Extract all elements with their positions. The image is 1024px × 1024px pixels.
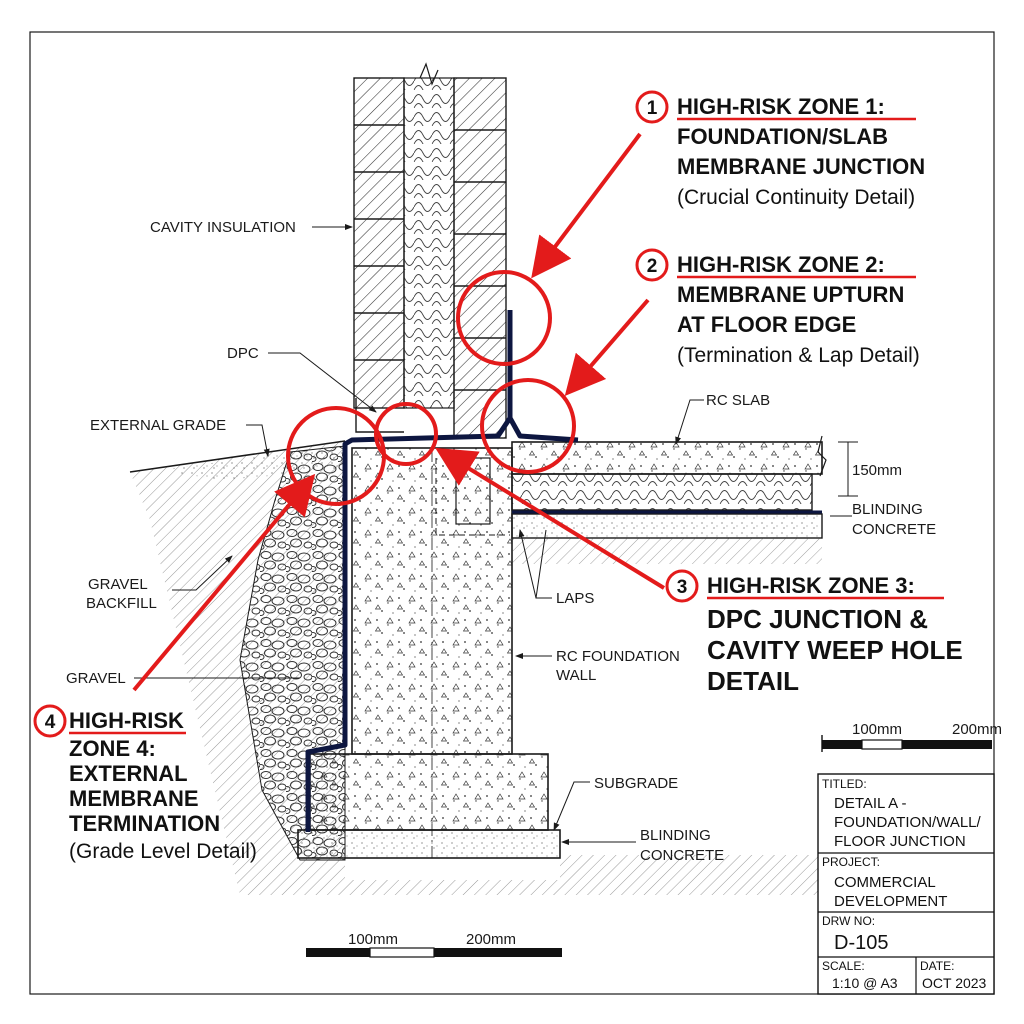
tb-scale-value: 1:10 @ A3 — [832, 975, 898, 991]
scale-bar-upper: 100mm 200mm — [821, 721, 1002, 752]
risk-arrows — [132, 132, 666, 692]
zone-1-line-2: MEMBRANE JUNCTION — [677, 154, 925, 179]
dpc-line — [355, 398, 404, 433]
scale-upper-200: 200mm — [952, 721, 1002, 738]
zone-4-line-2: EXTERNAL — [69, 761, 188, 786]
zone-3-line-2: CAVITY WEEP HOLE — [707, 635, 963, 665]
tb-project-line-1: COMMERCIAL — [834, 874, 936, 891]
zone-2-callout: 2 HIGH-RISK ZONE 2: MEMBRANE UPTURN AT F… — [635, 248, 920, 367]
zone-4-title: HIGH-RISK — [69, 708, 184, 733]
label-blinding-footing-2: CONCRETE — [640, 847, 724, 864]
label-external-grade: EXTERNAL GRADE — [90, 417, 226, 434]
scale-lower-100: 100mm — [348, 931, 398, 948]
zone-4-note: (Grade Level Detail) — [69, 840, 257, 863]
tb-scale-label: SCALE: — [822, 959, 865, 973]
zone-1-callout: 1 HIGH-RISK ZONE 1: FOUNDATION/SLAB MEMB… — [635, 90, 925, 209]
label-blinding-slab-1: BLINDING — [852, 501, 923, 518]
zone-2-note: (Termination & Lap Detail) — [677, 344, 920, 367]
zone-1-circle — [456, 270, 552, 366]
slab-blinding — [511, 513, 823, 539]
tb-titled-line-2: FOUNDATION/WALL/ — [834, 814, 982, 831]
tb-date-label: DATE: — [920, 959, 954, 973]
zone-1-note: (Crucial Continuity Detail) — [677, 186, 915, 209]
sheet-border — [29, 31, 995, 995]
outer-brick-leaf — [353, 77, 405, 409]
tb-project-line-2: DEVELOPMENT — [834, 893, 947, 910]
tb-date-value: OCT 2023 — [922, 975, 987, 991]
tb-drw-label: DRW NO: — [822, 914, 875, 928]
zone-1-title: HIGH-RISK ZONE 1: — [677, 94, 885, 119]
inner-block-leaf — [453, 77, 507, 439]
label-cavity-insulation: CAVITY INSULATION — [150, 219, 296, 236]
zone-1-badge — [635, 90, 669, 124]
scale-bar-lower: 100mm 200mm — [306, 931, 562, 958]
label-blinding-slab-2: CONCRETE — [852, 521, 936, 538]
zone-4-line-4: TERMINATION — [69, 811, 220, 836]
footing-blinding — [297, 829, 561, 859]
zone-3-line-1: DPC JUNCTION & — [707, 604, 928, 634]
external-grade-surface — [160, 445, 345, 480]
label-gravel: GRAVEL — [66, 670, 126, 687]
zone-4-line-1: ZONE 4: — [69, 736, 156, 761]
zone-1-number: 1 — [647, 98, 658, 119]
tb-titled-line-1: DETAIL A - — [834, 795, 907, 812]
zone-4-number: 4 — [45, 712, 56, 733]
scale-lower-200: 200mm — [466, 931, 516, 948]
risk-circles — [286, 270, 576, 506]
zone-2-badge — [635, 248, 669, 282]
zone-2-circle — [480, 378, 576, 474]
cavity-insulation — [403, 77, 455, 409]
slab-insulation — [511, 473, 813, 511]
zone-2-number: 2 — [647, 256, 658, 277]
tb-project-label: PROJECT: — [822, 855, 880, 869]
slab-break — [817, 435, 827, 477]
zone-2-line-1: MEMBRANE UPTURN — [677, 282, 904, 307]
tb-drw-value: D-105 — [834, 932, 888, 954]
label-blinding-footing-1: BLINDING — [640, 827, 711, 844]
rc-footing — [309, 753, 549, 831]
label-gravel-backfill-2: BACKFILL — [86, 595, 157, 612]
zone-4-circle — [286, 406, 386, 506]
break-line — [419, 62, 439, 86]
zone-3-badge — [665, 569, 699, 603]
zone-3-circle — [374, 402, 438, 466]
label-rc-foundation-wall-2: WALL — [556, 667, 596, 684]
zone-3-line-3: DETAIL — [707, 666, 799, 696]
zone-4-badge — [33, 704, 67, 738]
label-slab-thickness: 150mm — [852, 462, 902, 479]
zone-2-line-2: AT FLOOR EDGE — [677, 312, 856, 337]
slab-subbase — [512, 538, 822, 564]
label-rc-slab: RC SLAB — [706, 392, 770, 409]
zone-1-line-1: FOUNDATION/SLAB — [677, 124, 888, 149]
zone-3-number: 3 — [677, 577, 688, 598]
label-rc-foundation-wall-1: RC FOUNDATION — [556, 648, 680, 665]
title-block: TITLED: DETAIL A - FOUNDATION/WALL/ FLOO… — [817, 773, 995, 995]
zone-3-title: HIGH-RISK ZONE 3: — [707, 573, 915, 598]
zone-2-title: HIGH-RISK ZONE 2: — [677, 252, 885, 277]
tb-titled-label: TITLED: — [822, 777, 867, 791]
label-dpc: DPC — [227, 345, 259, 362]
label-laps: LAPS — [556, 590, 594, 607]
zone-3-callout: 3 HIGH-RISK ZONE 3: DPC JUNCTION & CAVIT… — [665, 569, 963, 696]
leader-lines — [134, 224, 852, 845]
label-subgrade: SUBGRADE — [594, 775, 678, 792]
zone-4-callout: 4 HIGH-RISK ZONE 4: EXTERNAL MEMBRANE TE… — [33, 704, 257, 863]
zone-4-line-3: MEMBRANE — [69, 786, 199, 811]
label-gravel-backfill-1: GRAVEL — [88, 576, 148, 593]
slab-dimension — [838, 441, 858, 497]
scale-upper-100: 100mm — [852, 721, 902, 738]
tb-titled-line-3: FLOOR JUNCTION — [834, 833, 966, 850]
